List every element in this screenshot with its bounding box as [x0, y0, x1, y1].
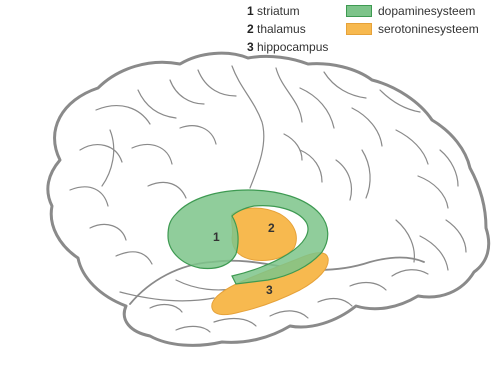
legend-label-serotonin: serotoninesysteem	[378, 22, 479, 36]
legend-number-striatum: 1	[247, 4, 254, 18]
striatum-number: 1	[213, 230, 220, 244]
legend-number-hippocampus: 3	[247, 40, 254, 54]
dopamine-swatch	[346, 5, 372, 17]
serotonin-swatch	[346, 23, 372, 35]
legend-number-thalamus: 2	[247, 22, 254, 36]
legend-label-hippocampus: hippocampus	[257, 40, 328, 54]
legend-label-dopamine: dopaminesysteem	[378, 4, 475, 18]
thalamus-number: 2	[268, 221, 275, 235]
legend-label-striatum: striatum	[257, 4, 300, 18]
legend-label-thalamus: thalamus	[257, 22, 306, 36]
hippocampus-number: 3	[266, 283, 273, 297]
